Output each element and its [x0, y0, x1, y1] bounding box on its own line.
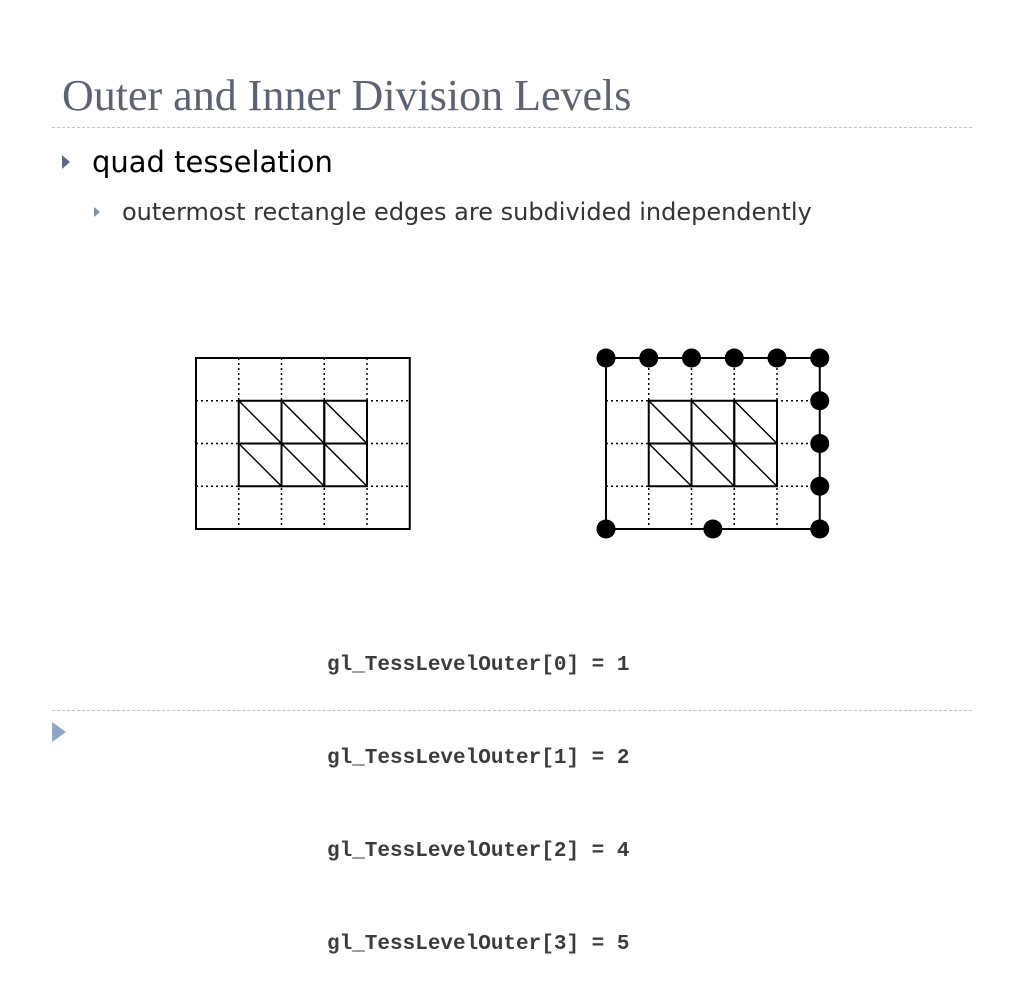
inner-diagonal	[323, 442, 368, 487]
inner-cell	[323, 442, 368, 488]
bullet-level1-text: quad tesselation	[92, 145, 333, 179]
code-line: gl_TessLevelOuter[1] = 2	[327, 747, 630, 770]
subdivision-vertex-dot	[596, 348, 616, 368]
tessellation-diagrams	[195, 348, 830, 539]
subdivision-vertex-dot	[682, 348, 701, 368]
inner-diagonal	[238, 442, 283, 487]
left-quad-tessellation-diagram	[195, 357, 411, 530]
inner-diagonal	[733, 442, 778, 487]
slide-title: Outer and Inner Division Levels	[62, 71, 632, 120]
code-block: gl_TessLevelOuter[0] = 1 gl_TessLevelOut…	[327, 588, 629, 991]
inner-diagonal	[733, 400, 778, 445]
bullet-level2: outermost rectangle edges are subdivided…	[94, 198, 812, 226]
subdivision-vertex-dot	[639, 348, 659, 368]
outer-rectangle	[195, 357, 411, 530]
inner-diagonal	[690, 400, 735, 445]
inner-diagonal	[323, 400, 368, 445]
right-quad-tessellation-diagram	[596, 348, 830, 539]
subdivision-vertex-dot	[596, 519, 616, 539]
title-divider	[52, 127, 972, 128]
bullet-arrow-icon	[62, 155, 70, 169]
inner-diagonal	[690, 442, 735, 487]
inner-diagonal	[280, 400, 325, 445]
footer-divider	[52, 710, 972, 711]
bullet-level1: quad tesselation	[62, 145, 333, 179]
inner-diagonal	[648, 400, 693, 445]
inner-diagonal	[648, 442, 693, 487]
slide-corner-arrow-icon	[52, 722, 66, 742]
code-line: gl_TessLevelOuter[0] = 1	[327, 654, 630, 677]
code-line: gl_TessLevelOuter[2] = 4	[327, 840, 630, 863]
subdivision-vertex-dot	[810, 476, 830, 496]
subdivision-vertex-dot	[767, 348, 787, 368]
bullet-level2-text: outermost rectangle edges are subdivided…	[122, 198, 812, 226]
inner-cell	[733, 442, 778, 488]
subdivision-vertex-dot	[724, 348, 744, 368]
inner-diagonal	[280, 442, 325, 487]
subdivision-vertex-dot	[810, 434, 830, 453]
inner-diagonal	[238, 400, 283, 445]
subdivision-vertex-dot	[810, 519, 830, 539]
subdivision-vertex-dot	[810, 348, 830, 368]
subdivision-vertex-dot	[703, 519, 723, 539]
subdivision-vertex-dot	[810, 391, 830, 411]
code-line: gl_TessLevelOuter[3] = 5	[327, 933, 630, 956]
sub-bullet-arrow-icon	[94, 207, 100, 217]
